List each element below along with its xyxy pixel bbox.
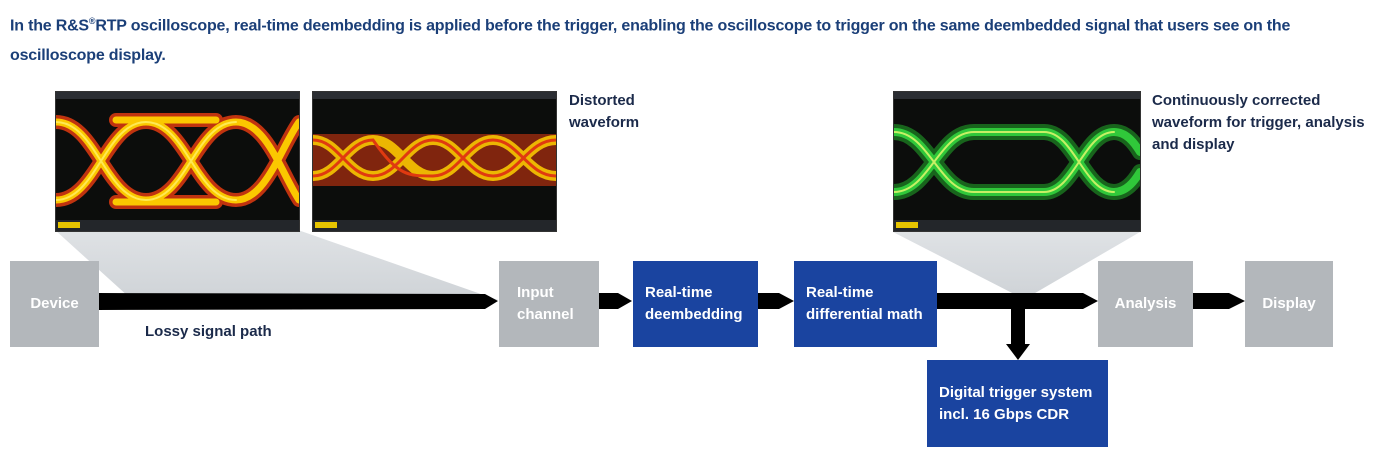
- lossy-path-arrow: [98, 293, 498, 310]
- note-distorted-waveform: Distorted waveform: [569, 92, 640, 131]
- scope-screenshot-distorted-eye: [312, 91, 557, 232]
- block-display: Display: [1245, 261, 1333, 347]
- arrow-deembed-diffmath: [758, 293, 794, 309]
- projection-right: [893, 232, 1140, 296]
- label-lossy-signal-path: Lossy signal path: [145, 323, 272, 340]
- note-corrected-waveform: Continuously corrected waveform for trig…: [1152, 92, 1365, 153]
- block-device: Device: [10, 261, 99, 347]
- arrow-input-deembed: [599, 293, 632, 309]
- arrow-analysis-display: [1193, 293, 1245, 309]
- scope-screenshot-device-eye: [55, 91, 300, 232]
- arrow-to-trigger: [1006, 301, 1030, 360]
- projection-left: [55, 230, 498, 300]
- figure-caption: In the R&S®RTP oscilloscope, real-time d…: [10, 16, 1291, 65]
- scope-screenshot-corrected-eye: [893, 91, 1141, 232]
- block-analysis: Analysis: [1098, 261, 1193, 347]
